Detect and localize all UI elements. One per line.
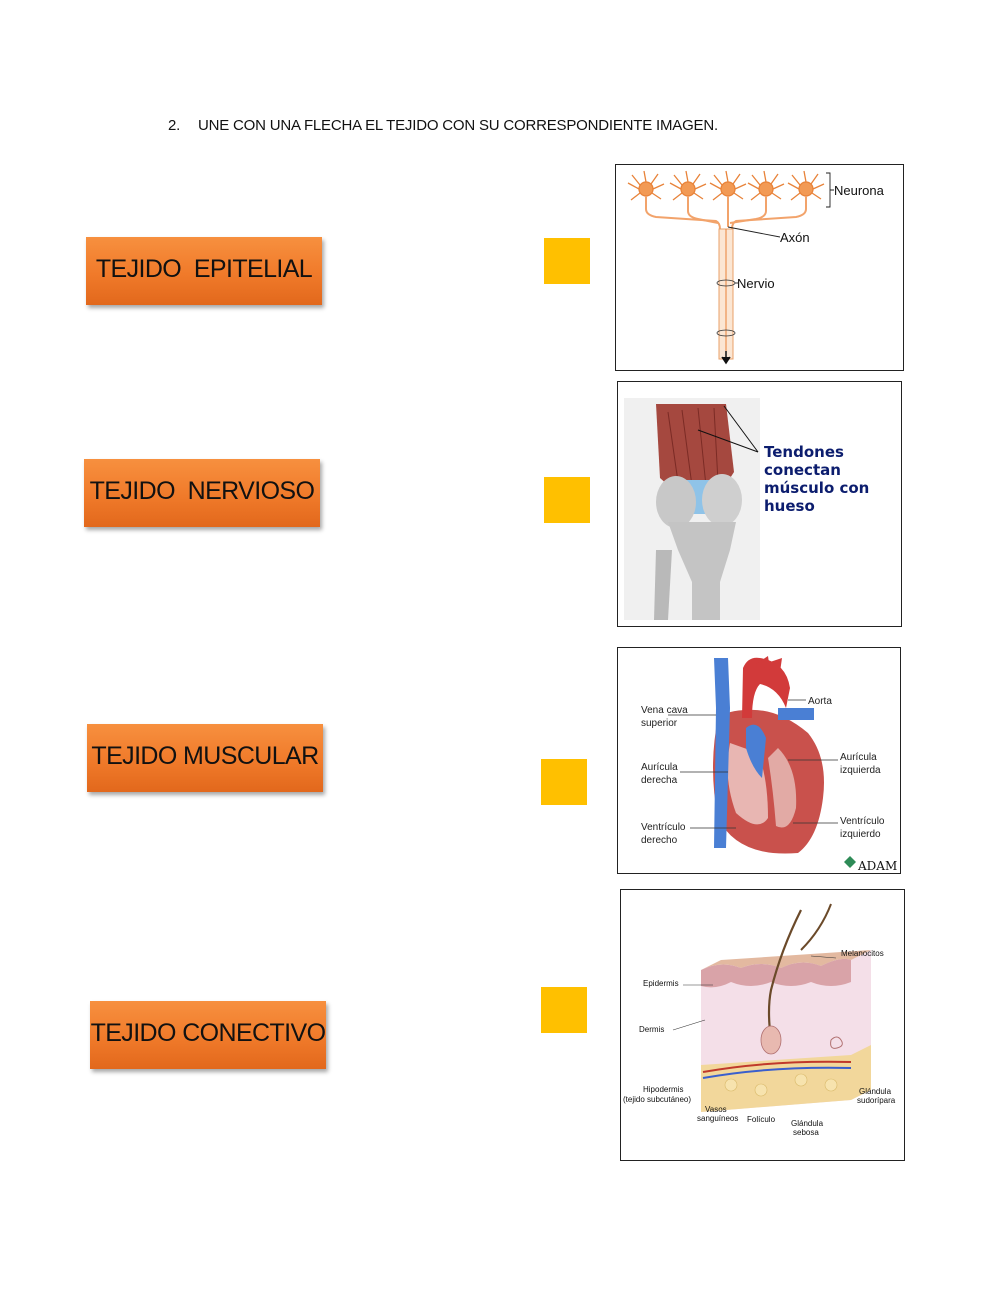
match-target-1[interactable] <box>544 238 590 284</box>
vasos-label-1: Vasos <box>705 1105 727 1114</box>
adam-brand: ADAM <box>857 859 897 873</box>
ventriculo-derecho-label-1: Ventrículo <box>641 822 686 833</box>
skin-image[interactable]: Epidermis Melanocitos Dermis Hipodermis … <box>620 889 905 1161</box>
tendon-image[interactable]: Tendones conectan músculo con hueso <box>617 381 902 627</box>
hipodermis-label-1: Hipodermis <box>643 1085 683 1094</box>
auricula-derecha-label-1: Aurícula <box>641 762 678 773</box>
ventriculo-izquierdo-label-1: Ventrículo <box>840 816 885 827</box>
auricula-izquierda-label-1: Aurícula <box>840 752 877 763</box>
tendon-text-2: conectan <box>764 461 841 479</box>
tendon-diagram: Tendones conectan músculo con hueso <box>624 398 869 620</box>
neuron-image[interactable]: Neurona Axón Nervio <box>615 164 904 371</box>
ventriculo-derecho-label-2: derecho <box>641 835 678 846</box>
vena-cava-label-1: Vena cava <box>641 705 688 716</box>
vena-cava-shape <box>714 658 730 848</box>
aorta-label: Aorta <box>808 696 832 707</box>
auricula-izquierda-label-2: izquierda <box>840 765 881 776</box>
heart-diagram: Vena cava superior Aorta Aurícula derech… <box>641 656 897 873</box>
instruction: 2. UNE CON UNA FLECHA EL TEJIDO CON SU CO… <box>168 117 718 134</box>
vasos-label-2: sanguíneos <box>697 1114 738 1123</box>
heart-shape <box>713 709 824 854</box>
neuron-diagram: Neurona Axón Nervio <box>627 170 885 365</box>
match-target-2[interactable] <box>544 477 590 523</box>
dermis-label: Dermis <box>639 1025 664 1034</box>
hair-shape <box>767 909 802 1041</box>
bone-shape <box>656 476 696 528</box>
axon-label: Axón <box>780 230 810 245</box>
glandula-sebosa-label-2: sebosa <box>793 1128 819 1137</box>
instruction-number: 2. <box>168 117 181 134</box>
adam-logo-icon <box>844 856 856 868</box>
ventriculo-izquierdo-label-2: izquierdo <box>840 829 881 840</box>
hipodermis-label-2: (tejido subcutáneo) <box>623 1095 691 1104</box>
instruction-text: UNE CON UNA FLECHA EL TEJIDO CON SU CORR… <box>198 117 718 134</box>
tissue-nervioso-button[interactable]: TEJIDO NERVIOSO <box>84 459 320 527</box>
neuron-cells <box>627 170 825 201</box>
heart-image[interactable]: Vena cava superior Aorta Aurícula derech… <box>617 647 901 874</box>
neurona-label: Neurona <box>834 183 885 198</box>
skin-diagram: Epidermis Melanocitos Dermis Hipodermis … <box>623 903 896 1137</box>
match-target-4[interactable] <box>541 987 587 1033</box>
tendon-text-3: músculo con <box>764 479 869 497</box>
epidermis-label: Epidermis <box>643 979 679 988</box>
melanocitos-label: Melanocitos <box>841 949 884 958</box>
glandula-sudoripara-label-1: Glándula <box>859 1087 892 1096</box>
axon-lines <box>645 196 807 230</box>
nervio-label: Nervio <box>737 276 775 291</box>
tendon-text-1: Tendones <box>764 443 844 461</box>
glandula-sebosa-label-1: Glándula <box>791 1119 824 1128</box>
tendon-text-4: hueso <box>764 497 815 515</box>
match-target-3[interactable] <box>541 759 587 805</box>
tissue-epitelial-button[interactable]: TEJIDO EPITELIAL <box>86 237 322 305</box>
foliculo-label: Folículo <box>747 1115 776 1124</box>
auricula-derecha-label-2: derecha <box>641 775 678 786</box>
tissue-conectivo-button[interactable]: TEJIDO CONECTIVO <box>90 1001 326 1069</box>
glandula-sudoripara-label-2: sudorípara <box>857 1096 896 1105</box>
tissue-muscular-button[interactable]: TEJIDO MUSCULAR <box>87 724 323 792</box>
vena-cava-label-2: superior <box>641 718 678 729</box>
aorta-shape <box>742 657 790 718</box>
